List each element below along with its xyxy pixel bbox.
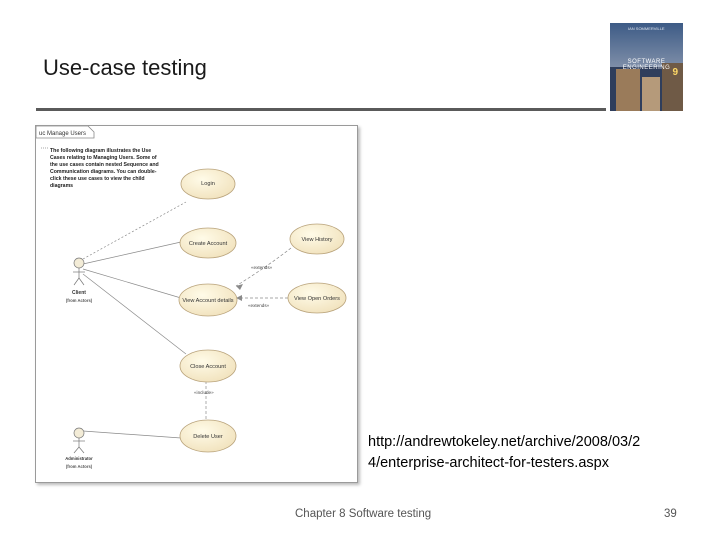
extends-label: «extends» [251, 265, 273, 270]
cover-building [616, 69, 640, 111]
cover-edition: 9 [672, 67, 678, 78]
use-case-label: Login [201, 181, 215, 187]
cover-title: SOFTWARE ENGINEERING [622, 59, 671, 71]
actor-stereotype: (from Actors) [66, 464, 93, 469]
slide-title: Use-case testing [43, 55, 207, 80]
reference-url[interactable]: http://andrewtokeley.net/archive/2008/03… [368, 432, 640, 474]
use-case-label: Create Account [189, 241, 228, 247]
actor-stereotype: (from Actors) [66, 298, 93, 303]
extends-label: «extends» [248, 303, 270, 308]
title-divider [36, 108, 606, 111]
slide-footer: Chapter 8 Software testing [295, 508, 432, 520]
diagram-note: The following diagram illustrates the Us… [50, 148, 159, 189]
reference-url-line: 4/enterprise-architect-for-testers.aspx [368, 455, 609, 471]
use-case-view-history: View History [289, 223, 345, 255]
use-case-view-open-orders: View Open Orders [287, 282, 347, 314]
cover-sky [610, 23, 683, 67]
note-line: The following diagram illustrates the Us… [50, 148, 151, 154]
use-case-view-account-details: View Account details [178, 283, 238, 317]
reference-url-line: http://andrewtokeley.net/archive/2008/03… [368, 434, 641, 450]
use-case-label: Delete User [193, 434, 223, 440]
actor-administrator [73, 427, 85, 454]
include-label: «include» [194, 390, 214, 395]
note-line: diagrams [50, 183, 73, 189]
note-line: the use cases contain nested Sequence an… [50, 162, 159, 168]
note-line: click these use cases to view the child [50, 176, 145, 182]
page-number: 39 [664, 508, 677, 520]
note-line: Cases relating to Managing Users. Some o… [50, 155, 157, 161]
association-lines [41, 147, 187, 439]
use-case-diagram: uc Manage Users The following diagram il… [35, 125, 358, 483]
cover-building [642, 77, 660, 111]
actor-label: Client [72, 290, 86, 296]
actor-label: Administrator [65, 456, 93, 461]
use-case-label: View History [302, 237, 333, 243]
use-case-login: Login [180, 168, 236, 200]
cover-author: IAN SOMMERVILLE [628, 26, 665, 31]
frame-label: uc Manage Users [39, 131, 86, 137]
actor-client [73, 257, 85, 286]
use-case-diagram-canvas: uc Manage Users The following diagram il… [36, 126, 347, 469]
use-case-label: View Open Orders [294, 296, 340, 302]
use-case-delete-user: Delete User [179, 419, 237, 453]
note-line: Communication diagrams. You can double- [50, 169, 157, 175]
frame-tab [36, 126, 95, 139]
cover-building [662, 63, 683, 111]
dependency-lines [205, 247, 292, 419]
use-case-label: View Account details [182, 298, 233, 304]
use-case-close-account: Close Account [179, 349, 237, 383]
book-cover-image: IAN SOMMERVILLE SOFTWARE ENGINEERING 9 [610, 23, 683, 111]
use-case-label: Close Account [190, 364, 226, 370]
use-case-create-account: Create Account [179, 227, 237, 259]
